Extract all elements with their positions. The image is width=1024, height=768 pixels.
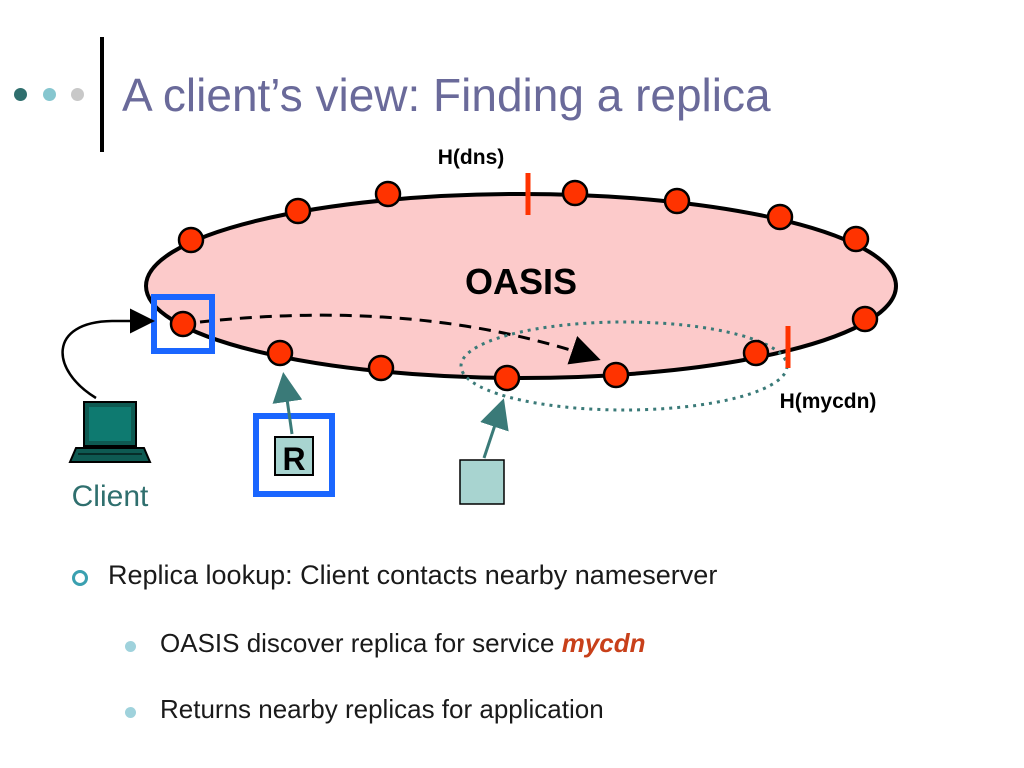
- ring-node: [367, 354, 395, 382]
- replica-label: R: [282, 441, 305, 477]
- title-dot-teal: [43, 88, 56, 101]
- replica-box: [274, 436, 314, 476]
- laptop-icon: [68, 401, 152, 463]
- ring-node: [851, 305, 879, 333]
- bullet-sub-2: Returns nearby replicas for application: [160, 694, 604, 724]
- slide-title: A client’s view: Finding a replica: [122, 69, 771, 121]
- ring-node: [374, 180, 402, 208]
- bullet-sub-1: OASIS discover replica for service mycdn: [160, 628, 646, 659]
- ring-node: [742, 339, 770, 367]
- ring-node: [602, 361, 630, 389]
- sub-bullet-dot-icon: [125, 641, 136, 652]
- title-dot-gray: [71, 88, 84, 101]
- ring-node: [493, 364, 521, 392]
- service-name-emphasis: mycdn: [561, 628, 646, 658]
- title-divider: [100, 37, 104, 152]
- ring-node: [284, 197, 312, 225]
- lookup-dashed-arrow: [199, 313, 601, 365]
- client-label: Client: [72, 480, 149, 513]
- replica-arrow: [272, 372, 303, 435]
- ring-label: OASIS: [465, 261, 577, 302]
- ring-nodes: [169, 179, 879, 392]
- ring-node: [766, 203, 794, 231]
- service-arrow: [480, 398, 509, 459]
- client-nameserver-node: [169, 310, 197, 338]
- bullet-sub-1-text: OASIS discover replica for service: [160, 628, 562, 658]
- client-to-nameserver-arrow: [61, 308, 155, 400]
- ring-node: [266, 339, 294, 367]
- ring-node: [842, 225, 870, 253]
- bullet-main: Replica lookup: Client contacts nearby n…: [108, 560, 718, 590]
- bullet-ring-icon: [72, 570, 88, 586]
- ring-node: [177, 226, 205, 254]
- service-box: [459, 459, 505, 505]
- ring-node: [663, 187, 691, 215]
- hash-mycdn-label: H(mycdn): [780, 390, 877, 413]
- hash-dns-label: H(dns): [438, 146, 505, 169]
- title-dot-dark: [14, 88, 27, 101]
- sub-bullet-dot-icon: [125, 707, 136, 718]
- replica-highlight-box: [253, 413, 335, 497]
- oasis-ring: [144, 192, 898, 380]
- ring-node: [561, 179, 589, 207]
